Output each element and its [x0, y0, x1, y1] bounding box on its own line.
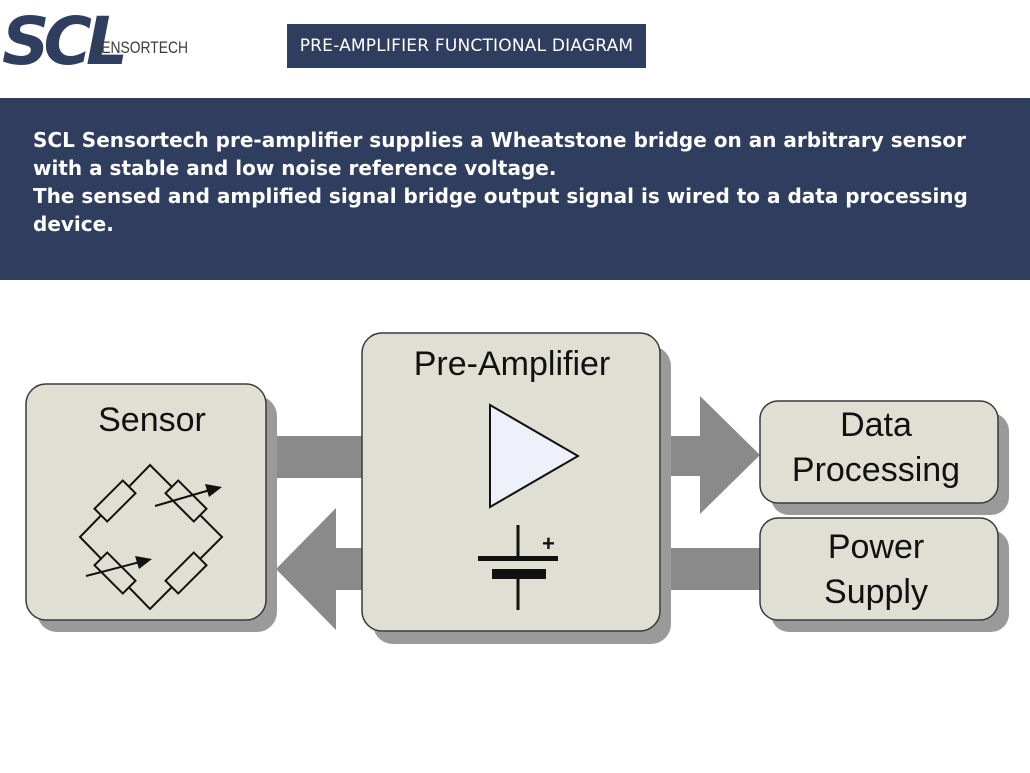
preamp-label: Pre-Amplifier	[414, 345, 610, 383]
preamp-to-data-processing-arrow	[660, 396, 760, 514]
intro-paragraph-2: The sensed and amplified signal bridge o…	[33, 184, 968, 236]
power-supply-label-line1: Power	[828, 528, 924, 566]
battery-plus-sign: +	[542, 531, 555, 556]
power-supply-block: Power Supply	[759, 517, 1009, 632]
intro-paragraph-1: SCL Sensortech pre-amplifier supplies a …	[33, 128, 966, 180]
data-processing-label-line1: Data	[840, 406, 912, 444]
functional-diagram: Sensor Pre-Amplifier + Da	[25, 332, 1009, 644]
power-supply-label-line2: Supply	[824, 573, 928, 611]
data-processing-block: Data Processing	[759, 400, 1009, 515]
intro-banner: SCL Sensortech pre-amplifier supplies a …	[0, 98, 1030, 280]
page-title: PRE-AMPLIFIER FUNCTIONAL DIAGRAM	[287, 24, 646, 68]
sensor-label: Sensor	[98, 401, 206, 439]
logo-letters: SCL	[2, 3, 124, 70]
logo-wordmark: SENSORTECH	[92, 38, 188, 57]
power-to-preamp-connector	[660, 548, 770, 590]
amplifier-triangle-icon	[489, 403, 580, 509]
scl-sensortech-logo: SCL SENSORTECH	[2, 3, 188, 70]
battery-icon: +	[478, 525, 558, 610]
sensor-block: Sensor	[25, 383, 277, 632]
wheatstone-bridge-icon	[78, 463, 224, 611]
data-processing-label-line2: Processing	[792, 451, 960, 489]
preamp-block: Pre-Amplifier +	[361, 332, 671, 644]
